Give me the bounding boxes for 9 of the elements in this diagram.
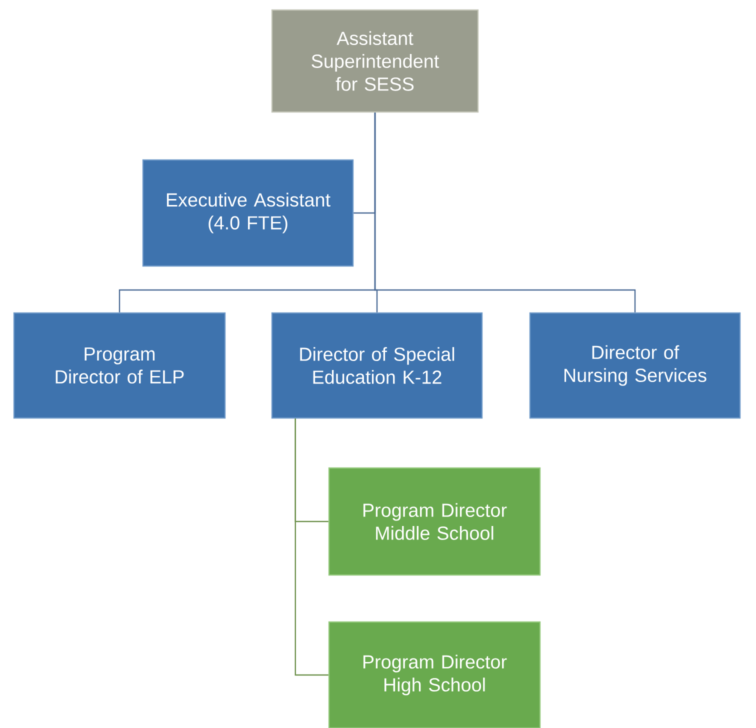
connector-line [294, 418, 328, 676]
role-box: Director of Special Education K-12 [271, 312, 483, 419]
connector-line [374, 112, 636, 312]
role-box: Director of Nursing Services [529, 312, 741, 419]
program-box: Program Director Middle School [328, 467, 541, 576]
program-box: Program Director High School [328, 621, 541, 728]
top-role-box: Assistant Superintendent for SESS [271, 9, 479, 113]
role-box: Executive Assistant (4.0 FTE) [142, 159, 354, 267]
role-box: Program Director of ELP [13, 312, 226, 419]
